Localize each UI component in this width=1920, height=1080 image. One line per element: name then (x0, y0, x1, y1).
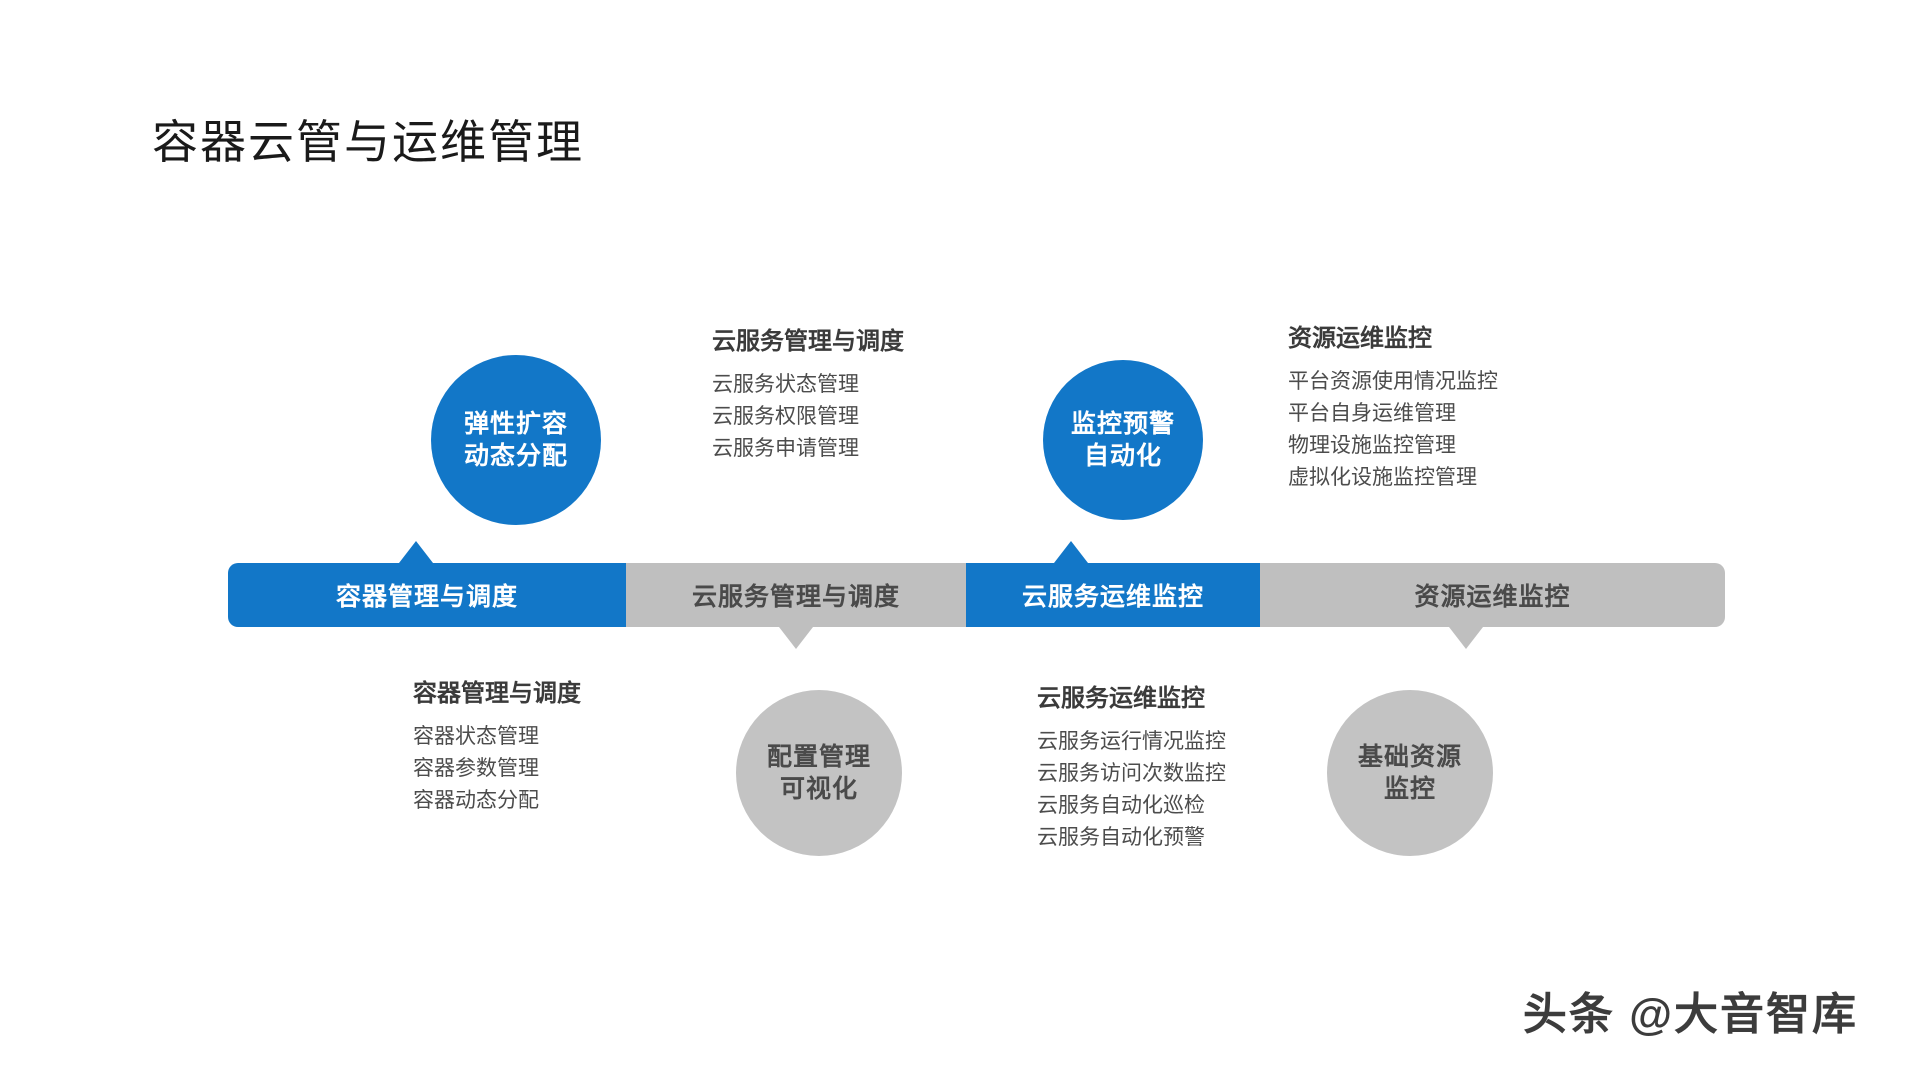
bar-segment-label: 云服务管理与调度 (691, 583, 900, 611)
process-bar: 容器管理与调度 云服务管理与调度 云服务运维监控 资源运维监控 (228, 541, 1725, 649)
group-item: 物理设施监控管理 (1288, 433, 1456, 457)
group-item: 容器参数管理 (413, 756, 539, 780)
bar-segment-label: 云服务运维监控 (1021, 583, 1204, 611)
bar-segment-cloud-service-mgmt[interactable]: 云服务管理与调度 (626, 563, 966, 649)
circle-basic-resource-monitor[interactable]: 基础资源 监控 (1327, 690, 1493, 856)
circle-line-1: 监控预警 (1070, 410, 1175, 438)
group-title: 资源运维监控 (1288, 325, 1432, 352)
group-item: 容器动态分配 (413, 788, 539, 812)
arrow-down-icon (779, 627, 813, 649)
page-title: 容器云管与运维管理 (152, 117, 584, 168)
circle-elastic-scaling[interactable]: 弹性扩容 动态分配 (431, 355, 601, 525)
group-resource-ops-monitor: 资源运维监控 平台资源使用情况监控 平台自身运维管理 物理设施监控管理 虚拟化设… (1288, 325, 1498, 493)
circle-line-2: 可视化 (779, 775, 858, 803)
circle-line-1: 配置管理 (766, 743, 871, 771)
bar-segment-cloud-service-ops[interactable]: 云服务运维监控 (966, 541, 1260, 627)
group-item: 云服务运行情况监控 (1037, 729, 1226, 753)
circle-line-2: 动态分配 (463, 442, 568, 470)
group-item: 平台资源使用情况监控 (1288, 369, 1498, 393)
watermark: 头条 @大音智库 (1522, 990, 1858, 1039)
circle-monitor-alert[interactable]: 监控预警 自动化 (1043, 360, 1203, 520)
circle-line-1: 基础资源 (1357, 743, 1462, 771)
group-cloud-service-ops: 云服务运维监控 云服务运行情况监控 云服务访问次数监控 云服务自动化巡检 云服务… (1037, 685, 1226, 853)
group-item: 云服务状态管理 (712, 372, 859, 396)
group-container-mgmt: 容器管理与调度 容器状态管理 容器参数管理 容器动态分配 (413, 680, 581, 817)
bar-segment-label: 资源运维监控 (1414, 583, 1571, 611)
circle-line-2: 自动化 (1083, 442, 1162, 470)
bar-segment-container-mgmt[interactable]: 容器管理与调度 (228, 541, 626, 627)
group-title: 容器管理与调度 (413, 680, 581, 707)
arrow-up-icon (1054, 541, 1088, 563)
circle-line-2: 监控 (1383, 775, 1436, 803)
bar-segment-resource-ops[interactable]: 资源运维监控 (1260, 563, 1725, 649)
group-cloud-service-mgmt: 云服务管理与调度 云服务状态管理 云服务权限管理 云服务申请管理 (712, 328, 904, 465)
group-title: 云服务运维监控 (1037, 685, 1205, 712)
circle-config-visualization[interactable]: 配置管理 可视化 (736, 690, 902, 856)
group-item: 容器状态管理 (413, 724, 539, 748)
group-item: 虚拟化设施监控管理 (1288, 465, 1477, 489)
bar-segment-label: 容器管理与调度 (335, 583, 518, 611)
group-item: 云服务申请管理 (712, 436, 859, 460)
group-item: 云服务访问次数监控 (1037, 761, 1226, 785)
arrow-down-icon (1449, 627, 1483, 649)
circle-line-1: 弹性扩容 (463, 410, 568, 438)
group-item: 平台自身运维管理 (1288, 401, 1456, 425)
group-item: 云服务权限管理 (712, 404, 859, 428)
arrow-up-icon (399, 541, 433, 563)
group-item: 云服务自动化预警 (1037, 825, 1205, 849)
group-item: 云服务自动化巡检 (1037, 793, 1205, 817)
group-title: 云服务管理与调度 (712, 328, 904, 355)
